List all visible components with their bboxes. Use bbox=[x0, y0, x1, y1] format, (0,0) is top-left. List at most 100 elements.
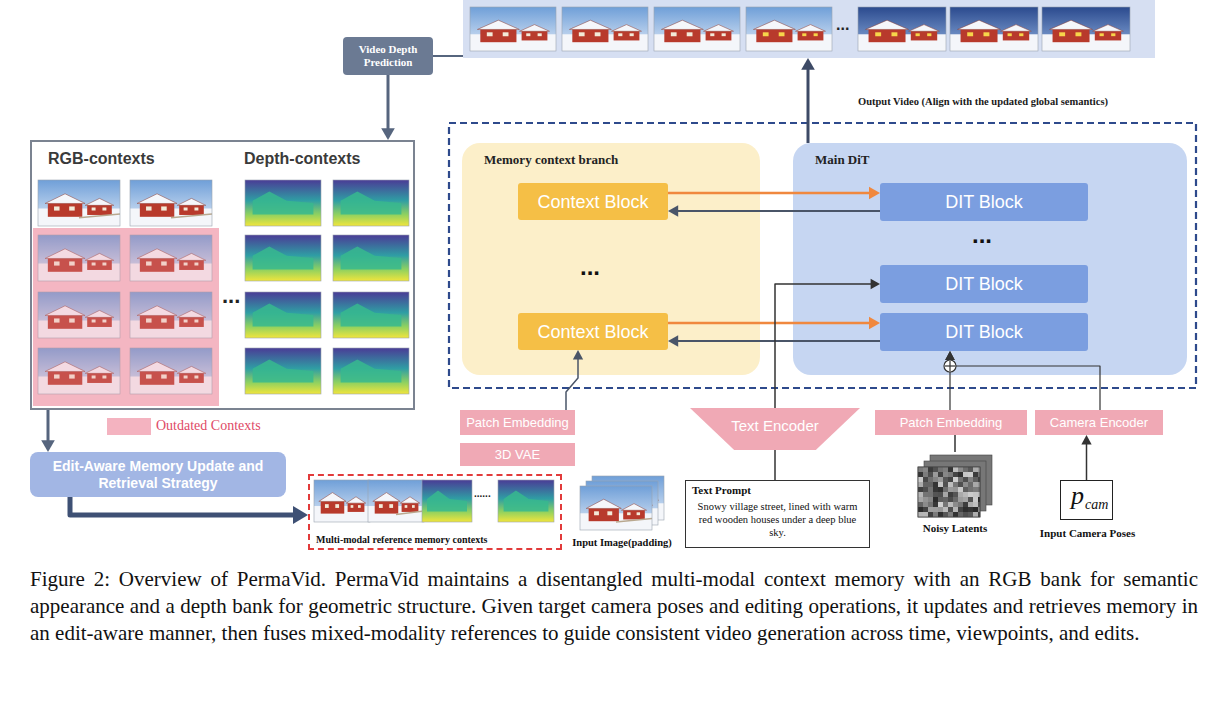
noise-cell bbox=[923, 467, 928, 472]
arrow-head bbox=[801, 58, 815, 70]
house-window bbox=[1008, 33, 1012, 36]
legend-swatch bbox=[107, 418, 151, 435]
thumbnail-frame bbox=[38, 180, 120, 226]
noise-cell bbox=[918, 472, 923, 477]
encoder-trapezoid: Text Encoder bbox=[690, 408, 860, 450]
thumbnail-frame bbox=[333, 180, 409, 226]
noise-cell bbox=[948, 502, 953, 507]
noise-cell bbox=[968, 487, 973, 492]
house-window bbox=[927, 33, 931, 36]
node-text: Multi-modal reference memory contexts bbox=[316, 534, 488, 546]
depth-house bbox=[341, 304, 402, 327]
noise-cell bbox=[953, 512, 958, 517]
noise-cell bbox=[958, 482, 963, 487]
scene-thumbnail bbox=[562, 7, 648, 51]
house-window bbox=[630, 33, 634, 36]
sky bbox=[950, 7, 1038, 51]
node-text: Patch Embedding bbox=[466, 415, 569, 431]
noise-cell bbox=[948, 497, 953, 502]
thumbnail-frame bbox=[950, 7, 1038, 51]
noise-cell bbox=[953, 492, 958, 497]
depth-thumbnail bbox=[333, 348, 409, 394]
connector-line bbox=[950, 358, 1100, 410]
house-window bbox=[351, 505, 354, 508]
house-roof bbox=[796, 25, 826, 32]
depth-field bbox=[245, 292, 321, 338]
scene-thumbnail bbox=[38, 180, 120, 226]
house-window bbox=[1100, 33, 1104, 36]
noise-cell bbox=[933, 482, 938, 487]
thumbnail-frame bbox=[1042, 7, 1130, 51]
noise-cell bbox=[923, 472, 928, 477]
connector-line bbox=[807, 67, 810, 143]
noise-cell bbox=[973, 492, 978, 497]
house-body bbox=[1095, 30, 1121, 40]
house-body bbox=[140, 202, 174, 217]
noise-cell bbox=[948, 512, 953, 517]
noise-cell bbox=[968, 467, 973, 472]
connector bbox=[433, 56, 463, 57]
camera-pose-box: pcamInput Camera Poses bbox=[1060, 480, 1113, 520]
noise-cell bbox=[933, 492, 938, 497]
noise-cell bbox=[918, 477, 923, 482]
depth-thumbnail bbox=[498, 480, 554, 522]
house-window bbox=[687, 32, 693, 36]
sky bbox=[470, 7, 556, 51]
house-roof bbox=[1093, 25, 1124, 32]
noise-frame bbox=[918, 467, 980, 517]
noise-cell bbox=[943, 477, 948, 482]
context-block: Context Block bbox=[518, 183, 668, 220]
thumbnail-frame bbox=[562, 7, 648, 51]
house-roof bbox=[866, 20, 909, 29]
house-roof bbox=[373, 493, 400, 502]
depth-house bbox=[341, 192, 402, 215]
house-window bbox=[335, 504, 339, 508]
noise-cell bbox=[948, 482, 953, 487]
noise-cell bbox=[968, 482, 973, 487]
house-body bbox=[589, 507, 619, 521]
connector-line bbox=[668, 192, 871, 195]
house-window bbox=[146, 206, 152, 210]
arrow-head bbox=[869, 187, 880, 200]
house-window bbox=[358, 505, 361, 508]
house-window bbox=[161, 206, 167, 210]
node-text: Camera Encoder bbox=[1050, 415, 1148, 431]
house-body bbox=[321, 500, 345, 514]
arrow-head bbox=[1081, 435, 1091, 444]
node-text: Noisy Latents bbox=[905, 522, 1005, 535]
noise-cell bbox=[923, 482, 928, 487]
noise-cell bbox=[958, 487, 963, 492]
noise-cell bbox=[958, 472, 963, 477]
house-window bbox=[412, 505, 415, 508]
house-window bbox=[983, 32, 989, 36]
house-window bbox=[875, 32, 881, 36]
connector bbox=[668, 335, 880, 346]
sky bbox=[858, 7, 946, 51]
noise-cell bbox=[933, 467, 938, 472]
sky bbox=[746, 7, 832, 51]
noise-cell bbox=[953, 487, 958, 492]
node-text: Snowy village street, lined with warm re… bbox=[692, 500, 863, 539]
noise-cell bbox=[933, 512, 938, 517]
house-window bbox=[916, 33, 920, 36]
thumbnail-frame bbox=[498, 480, 554, 522]
sum-symbol bbox=[944, 360, 956, 372]
noise-cell bbox=[963, 512, 968, 517]
depth-thumbnail bbox=[245, 292, 321, 338]
ellipsis-label: ...... bbox=[474, 488, 491, 500]
depth-thumbnail bbox=[333, 292, 409, 338]
noise-cell bbox=[958, 512, 963, 517]
noise-cell bbox=[923, 507, 928, 512]
arrow-head bbox=[668, 335, 678, 346]
depth-house bbox=[504, 491, 549, 512]
house-body bbox=[869, 28, 906, 42]
noise-cell bbox=[933, 487, 938, 492]
noise-cell bbox=[963, 477, 968, 482]
node-text: DIT Block bbox=[945, 191, 1023, 213]
node-text: Context Block bbox=[537, 191, 648, 213]
thumbnail-frame bbox=[245, 348, 321, 394]
house-window bbox=[538, 33, 542, 36]
noise-frame bbox=[924, 461, 986, 511]
thumbnail-frame bbox=[245, 180, 321, 226]
noise-cell bbox=[938, 512, 943, 517]
